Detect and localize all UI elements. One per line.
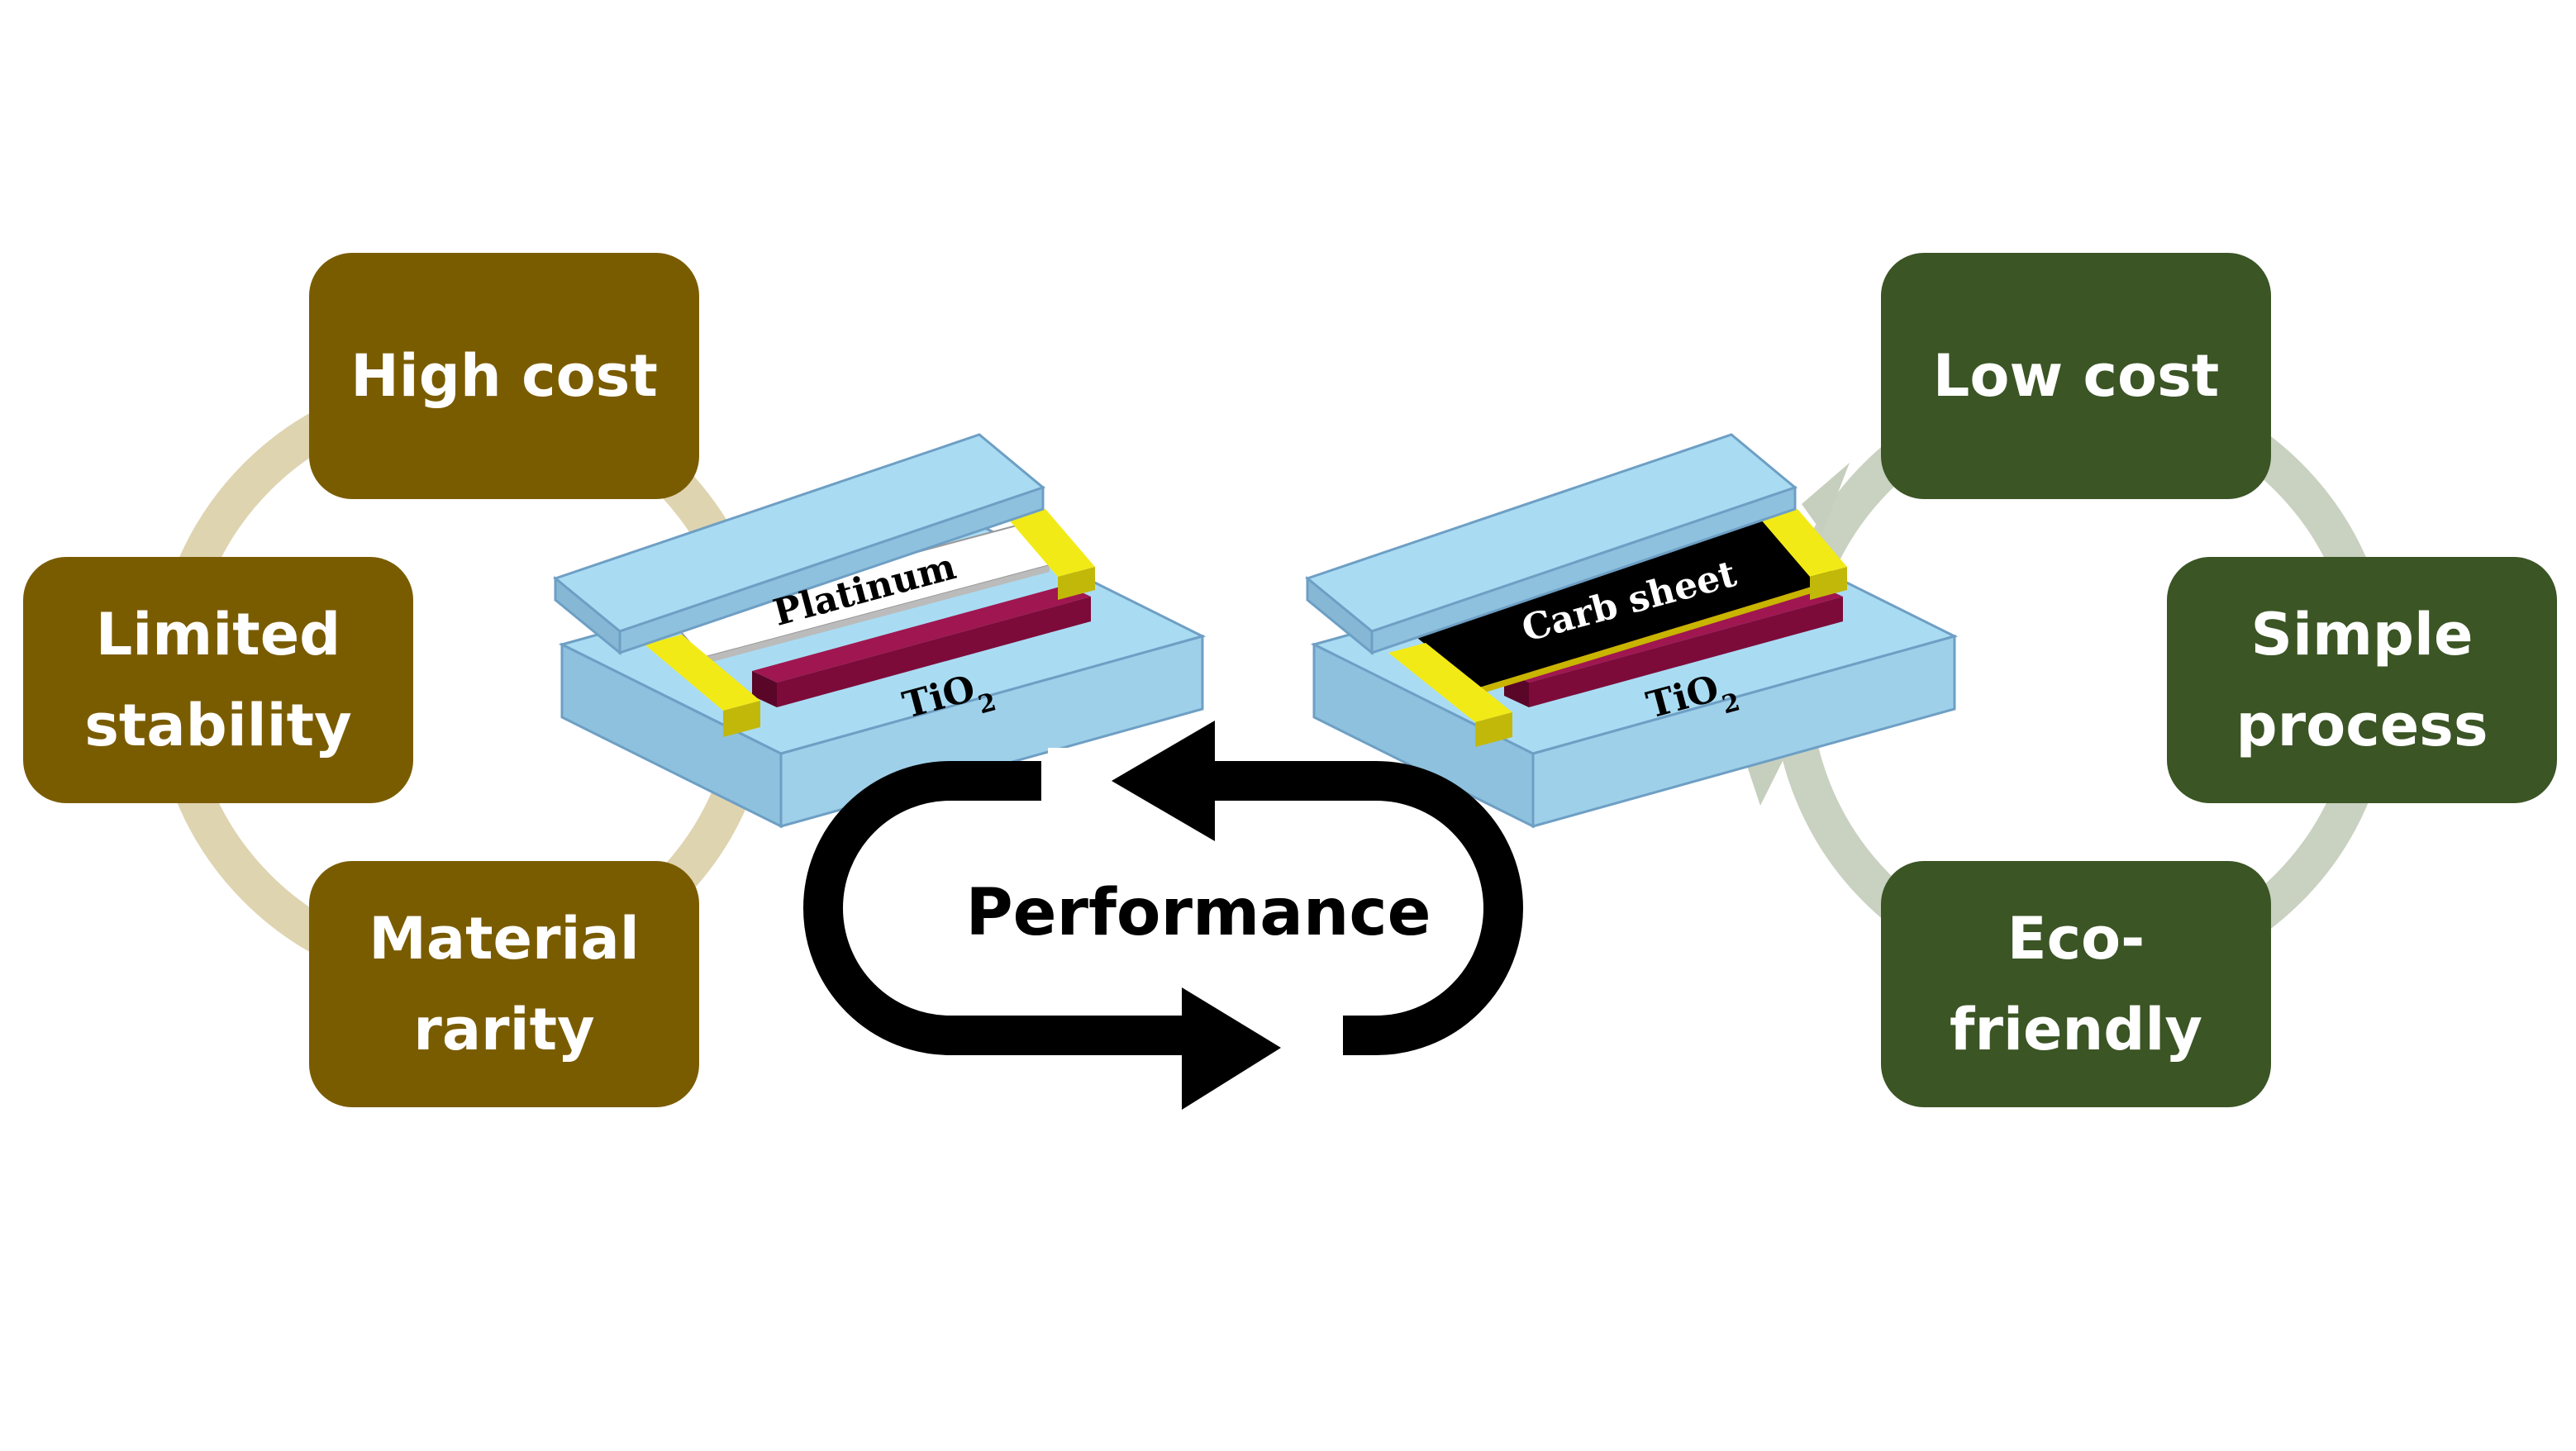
performance-cycle-arrows	[803, 721, 1523, 1110]
low-cost-label: Low cost	[1932, 342, 2220, 410]
top-glass-left	[552, 433, 1046, 656]
material-rarity-box: Material rarity	[309, 861, 699, 1107]
performance-label: Performance	[965, 876, 1431, 950]
limited-stability-label: Limited stability	[84, 601, 352, 759]
upper-arrowhead	[1112, 721, 1215, 841]
spacer-right	[1008, 509, 1095, 600]
high-cost-box: High cost	[309, 253, 699, 499]
carb-sheet-electrode	[1405, 512, 1839, 694]
eco-friendly-label: Eco- friendly	[1949, 905, 2202, 1063]
tio2-bar	[752, 585, 1091, 707]
spacer-right-right-device	[1760, 509, 1847, 600]
carb-sheet-device: Carb sheet TiO2	[1304, 433, 1959, 829]
spacer-left	[645, 635, 760, 737]
top-glass-right	[1304, 433, 1798, 656]
spacer-left-right-device	[1388, 643, 1512, 747]
simple-process-box: Simple process	[2167, 557, 2557, 803]
platinum-device: Platinum TiO2	[552, 433, 1207, 829]
eco-friendly-box: Eco- friendly	[1881, 861, 2271, 1107]
material-rarity-label: Material rarity	[369, 905, 640, 1063]
limited-stability-box: Limited stability	[23, 557, 413, 803]
lower-arrow	[1190, 761, 1523, 1055]
high-cost-label: High cost	[350, 342, 658, 410]
upper-arrow	[803, 761, 1186, 1055]
low-cost-box: Low cost	[1881, 253, 2271, 499]
lower-arrowhead	[1182, 987, 1281, 1110]
simple-process-label: Simple process	[2236, 601, 2488, 759]
